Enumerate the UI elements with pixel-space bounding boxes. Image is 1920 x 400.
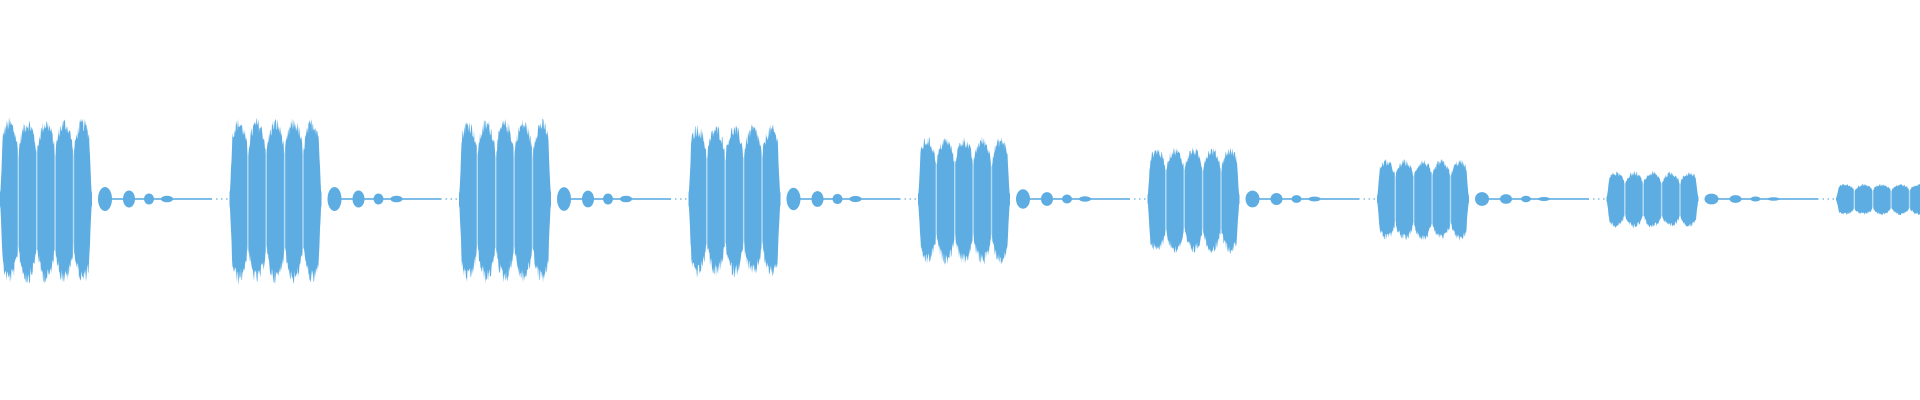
waveform-dot xyxy=(1363,198,1365,200)
waveform-burst-gap xyxy=(36,121,38,277)
waveform-burst xyxy=(1377,158,1605,241)
waveform-burst-body xyxy=(1147,146,1240,254)
waveform-burst-gap xyxy=(265,121,267,277)
waveform-burst-gap xyxy=(72,121,75,277)
waveform-burst-gap xyxy=(1642,172,1644,226)
waveform-burst xyxy=(229,117,457,286)
waveform-burst-gap xyxy=(1183,149,1185,249)
waveform-burst-body xyxy=(1377,158,1469,241)
waveform-burst-gap xyxy=(1431,160,1433,238)
waveform-burst-body xyxy=(1606,171,1699,228)
waveform-baseline xyxy=(564,198,671,200)
waveform-dot xyxy=(1598,198,1600,200)
waveform-burst xyxy=(1836,183,1920,216)
waveform-burst xyxy=(918,136,1146,265)
waveform-burst-gap xyxy=(54,121,56,277)
waveform-dot xyxy=(1373,198,1375,200)
waveform-burst-gap xyxy=(302,121,304,277)
waveform-burst-body xyxy=(0,117,92,284)
waveform-dot xyxy=(675,198,677,200)
waveform-dot xyxy=(1144,198,1146,200)
waveform-burst-gap xyxy=(742,127,745,271)
waveform-dot xyxy=(1832,198,1834,200)
waveform-dot xyxy=(1139,198,1141,200)
waveform-dot xyxy=(216,198,218,200)
waveform-burst-gap xyxy=(1853,184,1855,214)
waveform-burst-gap xyxy=(1624,172,1626,226)
waveform-burst-gap xyxy=(724,127,726,271)
waveform-burst-gap xyxy=(761,127,763,271)
waveform-baseline xyxy=(1711,198,1819,200)
waveform-dot xyxy=(914,198,916,200)
waveform-dot xyxy=(450,198,452,200)
waveform-dot xyxy=(455,198,457,200)
waveform-baseline xyxy=(105,198,212,200)
waveform-burst-gap xyxy=(1872,184,1874,214)
waveform-dot xyxy=(680,198,682,200)
waveform-dot xyxy=(221,198,223,200)
waveform-burst-gap xyxy=(706,127,708,271)
waveform-burst xyxy=(1606,171,1834,228)
waveform-burst-gap xyxy=(476,121,478,277)
waveform-burst-body xyxy=(918,136,1010,265)
waveform-baseline xyxy=(1023,198,1130,200)
waveform-dot xyxy=(1134,198,1136,200)
waveform-burst-gap xyxy=(1890,184,1892,214)
waveform-burst-gap xyxy=(1679,172,1681,226)
waveform-burst-gap xyxy=(1413,160,1415,238)
waveform-burst-body xyxy=(229,117,322,286)
waveform-burst xyxy=(0,117,228,284)
waveform-dot xyxy=(1368,198,1370,200)
waveform-bursts xyxy=(0,117,1920,286)
waveform-burst-body xyxy=(1836,183,1920,216)
waveform-dot xyxy=(226,198,228,200)
waveform-dot xyxy=(904,198,906,200)
waveform-burst-gap xyxy=(495,121,497,277)
waveform-burst-gap xyxy=(935,139,937,259)
waveform-burst-gap xyxy=(1165,149,1167,249)
waveform-burst-body xyxy=(459,118,551,284)
waveform-burst-gap xyxy=(972,139,974,259)
waveform-dot xyxy=(1593,198,1595,200)
waveform-baseline xyxy=(334,198,442,200)
waveform-dot xyxy=(1827,198,1829,200)
waveform-baseline xyxy=(1482,198,1589,200)
waveform-dot xyxy=(1603,198,1605,200)
waveform-dot xyxy=(685,198,687,200)
waveform-burst-gap xyxy=(247,121,249,277)
waveform-burst-body xyxy=(688,123,781,278)
waveform-burst-gap xyxy=(1908,184,1911,214)
waveform-burst xyxy=(459,118,687,284)
waveform-burst-gap xyxy=(1449,160,1452,238)
waveform-baseline xyxy=(1252,198,1360,200)
waveform-burst-gap xyxy=(1660,172,1663,226)
waveform-burst xyxy=(688,123,916,278)
waveform-burst-gap xyxy=(17,121,19,277)
waveform-burst-gap xyxy=(990,139,993,259)
waveform-burst-gap xyxy=(531,121,534,277)
waveform-baseline xyxy=(793,198,901,200)
waveform-burst-gap xyxy=(954,139,956,259)
waveform-burst-gap xyxy=(513,121,515,277)
waveform-dot xyxy=(445,198,447,200)
waveform-burst-gap xyxy=(283,121,286,277)
waveform-burst-gap xyxy=(1220,149,1222,249)
waveform-dot xyxy=(909,198,911,200)
waveform-dot xyxy=(1822,198,1824,200)
waveform-burst xyxy=(1147,146,1375,254)
waveform-burst-gap xyxy=(1394,160,1396,238)
waveform-burst-gap xyxy=(1201,149,1204,249)
